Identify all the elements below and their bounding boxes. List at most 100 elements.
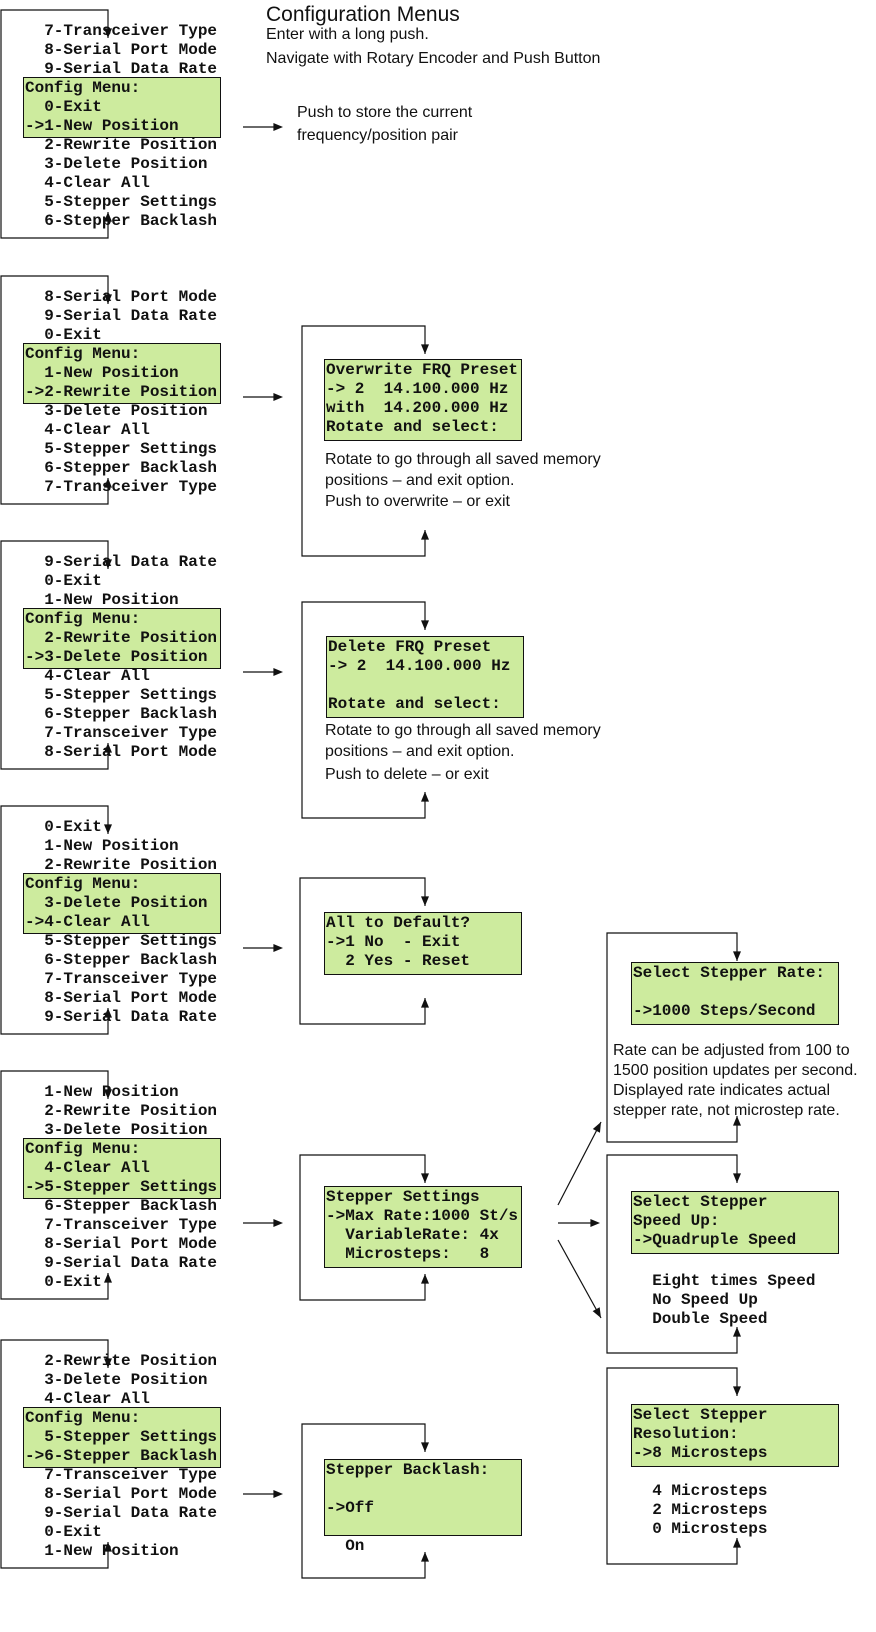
- overwrite-desc-0: Rotate to go through all saved memory: [325, 451, 601, 468]
- menu-3-line-9: 8-Serial Port Mode: [25, 989, 218, 1007]
- resolution-loop-line: [606, 1367, 738, 1565]
- delete-lcd-line-1: -> 2 14.100.000 Hz: [328, 657, 511, 675]
- resolution-lcd-line-0: Select Stepper: [633, 1406, 768, 1424]
- menu-3-loop-arrow-down: [104, 824, 112, 834]
- menu-0-lcd: [23, 77, 221, 138]
- backlash-extra-0: On: [326, 1537, 365, 1555]
- overwrite-desc-1: positions – and exit option.: [325, 472, 515, 489]
- arrow-to-speedup-head: [590, 1219, 600, 1227]
- stepper-settings-loop-arrow-up: [421, 1274, 429, 1284]
- menu-3-line-10: 9-Serial Data Rate: [25, 1008, 218, 1026]
- arrow-to-rate-head: [592, 1122, 601, 1133]
- menu-2-line-10: 8-Serial Port Mode: [25, 743, 218, 761]
- menu-0-line-6: 2-Rewrite Position: [25, 136, 218, 154]
- stepper-rate-desc-0: Rate can be adjusted from 100 to: [613, 1042, 850, 1059]
- clear-all-loop-line: [299, 877, 426, 1025]
- new-position-desc-1: frequency/position pair: [297, 127, 458, 144]
- menu-3-line-8: 7-Transceiver Type: [25, 970, 218, 988]
- menu-2-loop-arrow-up: [104, 743, 112, 753]
- stepper-rate-desc-3: stepper rate, not microstep rate.: [613, 1102, 840, 1119]
- menu-3-line-5: ->4-Clear All: [25, 913, 150, 931]
- menu-3-line-4: 3-Delete Position: [25, 894, 208, 912]
- clear-all-lcd: [324, 912, 522, 975]
- stepper_settings-lcd-line-0: Stepper Settings: [326, 1188, 480, 1206]
- menu-3-loop-line: [0, 805, 109, 1035]
- speed-up-extra-1: No Speed Up: [633, 1291, 758, 1309]
- menu-1-line-10: 7-Transceiver Type: [25, 478, 218, 496]
- menu-3-lcd: [23, 873, 221, 934]
- menu-0-line-3: Config Menu:: [25, 79, 141, 97]
- menu-2-line-2: 1-New Position: [25, 591, 179, 609]
- menu-1-loop-arrow-up: [104, 478, 112, 488]
- menu-5-line-3: Config Menu:: [25, 1409, 141, 1427]
- resolution-lcd: [631, 1404, 839, 1467]
- resolution-extra-1: 2 Microsteps: [633, 1501, 768, 1519]
- arrow-to-resolution-line: [557, 1239, 602, 1319]
- delete-lcd-line-3: Rotate and select:: [328, 695, 501, 713]
- menu-1-loop-line: [0, 275, 109, 505]
- speed-up-loop-arrow-up: [733, 1327, 741, 1337]
- menu-5-loop-line: [0, 1339, 109, 1569]
- menu-2-line-4: 2-Rewrite Position: [25, 629, 218, 647]
- menu-0-line-10: 6-Stepper Backlash: [25, 212, 218, 230]
- menu-2-line-3: Config Menu:: [25, 610, 141, 628]
- menu-5-line-0: 2-Rewrite Position: [25, 1352, 218, 1370]
- stepper_settings-lcd-line-3: Microsteps: 8: [326, 1245, 490, 1263]
- menu-5-line-1: 3-Delete Position: [25, 1371, 208, 1389]
- menu-4-line-9: 9-Serial Data Rate: [25, 1254, 218, 1272]
- backlash-lcd-line-0: Stepper Backlash:: [326, 1461, 490, 1479]
- menu-4-line-7: 7-Transceiver Type: [25, 1216, 218, 1234]
- delete-lcd: [326, 636, 524, 718]
- delete-desc-1: positions – and exit option.: [325, 743, 515, 760]
- menu-1-line-9: 6-Stepper Backlash: [25, 459, 218, 477]
- delete-loop-line: [301, 601, 426, 819]
- overwrite-loop-line: [301, 325, 426, 557]
- menu-2-line-6: 4-Clear All: [25, 667, 150, 685]
- menu-5-line-6: 7-Transceiver Type: [25, 1466, 218, 1484]
- stepper-settings-loop-arrow-down: [421, 1173, 429, 1183]
- diagram-title: Configuration Menus: [266, 3, 460, 26]
- stepper-rate-loop-arrow-up: [733, 1116, 741, 1126]
- menu-4-line-10: 0-Exit: [25, 1273, 102, 1291]
- resolution-lcd-line-1: Resolution:: [633, 1425, 739, 1443]
- delete-lcd-line-0: Delete FRQ Preset: [328, 638, 492, 656]
- menu-0-loop-line: [0, 9, 109, 239]
- menu-2-line-9: 7-Transceiver Type: [25, 724, 218, 742]
- stepper-rate-loop-arrow-down: [733, 951, 741, 961]
- menu-5-loop-arrow-up: [104, 1542, 112, 1552]
- arrow-overwrite-head: [273, 393, 283, 401]
- clear_all-lcd-line-1: ->1 No - Exit: [326, 933, 461, 951]
- menu-5-line-10: 1-New Position: [25, 1542, 179, 1560]
- menu-5-line-9: 0-Exit: [25, 1523, 102, 1541]
- menu-0-loop-arrow-down: [104, 28, 112, 38]
- menu-0-line-4: 0-Exit: [25, 98, 102, 116]
- menu-4-line-5: ->5-Stepper Settings: [25, 1178, 218, 1196]
- menu-3-line-3: Config Menu:: [25, 875, 141, 893]
- stepper_settings-lcd-line-2: VariableRate: 4x: [326, 1226, 499, 1244]
- overwrite-desc-2: Push to overwrite – or exit: [325, 493, 510, 510]
- stepper_rate-lcd-line-0: Select Stepper Rate:: [633, 964, 826, 982]
- menu-5-lcd: [23, 1407, 221, 1468]
- menu-2-lcd: [23, 608, 221, 669]
- menu-1-lcd: [23, 343, 221, 404]
- menu-0-line-0: 7-Transceiver Type: [25, 22, 218, 40]
- menu-5-line-8: 9-Serial Data Rate: [25, 1504, 218, 1522]
- clear_all-lcd-line-2: 2 Yes - Reset: [326, 952, 471, 970]
- speed-up-loop-arrow-down: [733, 1173, 741, 1183]
- menu-4-line-2: 3-Delete Position: [25, 1121, 208, 1139]
- menu-0-line-2: 9-Serial Data Rate: [25, 60, 218, 78]
- menu-1-line-5: ->2-Rewrite Position: [25, 383, 218, 401]
- backlash-lcd-line-2: ->Off: [326, 1499, 375, 1517]
- menu-5-loop-arrow-down: [104, 1358, 112, 1368]
- menu-0-line-5: ->1-New Position: [25, 117, 179, 135]
- stepper_rate-lcd-line-2: ->1000 Steps/Second: [633, 1002, 816, 1020]
- menu-4-line-4: 4-Clear All: [25, 1159, 150, 1177]
- menu-3-line-6: 5-Stepper Settings: [25, 932, 218, 950]
- menu-2-line-8: 6-Stepper Backlash: [25, 705, 218, 723]
- menu-2-line-1: 0-Exit: [25, 572, 102, 590]
- menu-5-line-7: 8-Serial Port Mode: [25, 1485, 218, 1503]
- menu-1-line-0: 8-Serial Port Mode: [25, 288, 218, 306]
- menu-0-line-1: 8-Serial Port Mode: [25, 41, 218, 59]
